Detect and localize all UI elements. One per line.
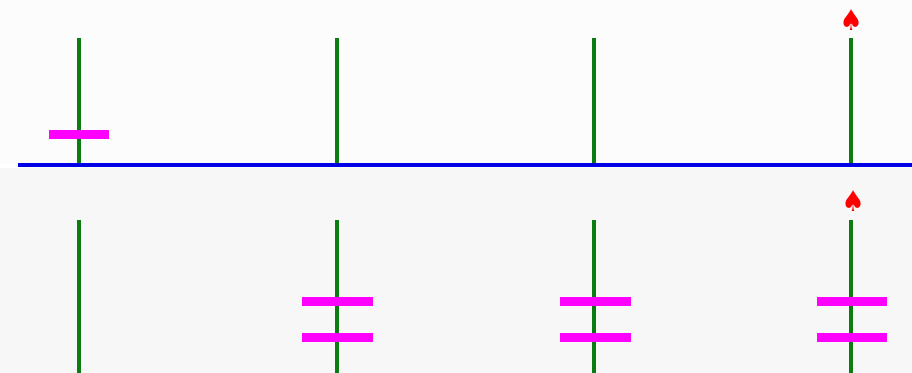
rod-lower-1 bbox=[77, 220, 81, 373]
lower-bead-col3-2[interactable] bbox=[560, 333, 631, 342]
spade-marker-lower: ♠ bbox=[841, 185, 865, 219]
rod-lower-2 bbox=[335, 220, 339, 373]
lower-deck bbox=[0, 168, 912, 373]
upper-deck bbox=[0, 0, 912, 164]
divider-bar bbox=[18, 163, 912, 167]
lower-bead-col4-2[interactable] bbox=[817, 333, 887, 342]
upper-bead-col1[interactable] bbox=[49, 130, 109, 139]
lower-bead-col2-1[interactable] bbox=[302, 297, 373, 306]
lower-bead-col4-1[interactable] bbox=[817, 297, 887, 306]
rod-upper-1 bbox=[77, 38, 81, 164]
lower-bead-col2-2[interactable] bbox=[302, 333, 373, 342]
rod-upper-2 bbox=[335, 38, 339, 164]
rod-lower-4 bbox=[849, 220, 853, 373]
rod-upper-4 bbox=[849, 38, 853, 164]
rod-upper-3 bbox=[592, 38, 596, 164]
lower-bead-col3-1[interactable] bbox=[560, 297, 631, 306]
rod-lower-3 bbox=[592, 220, 596, 373]
spade-marker-upper: ♠ bbox=[839, 4, 863, 38]
